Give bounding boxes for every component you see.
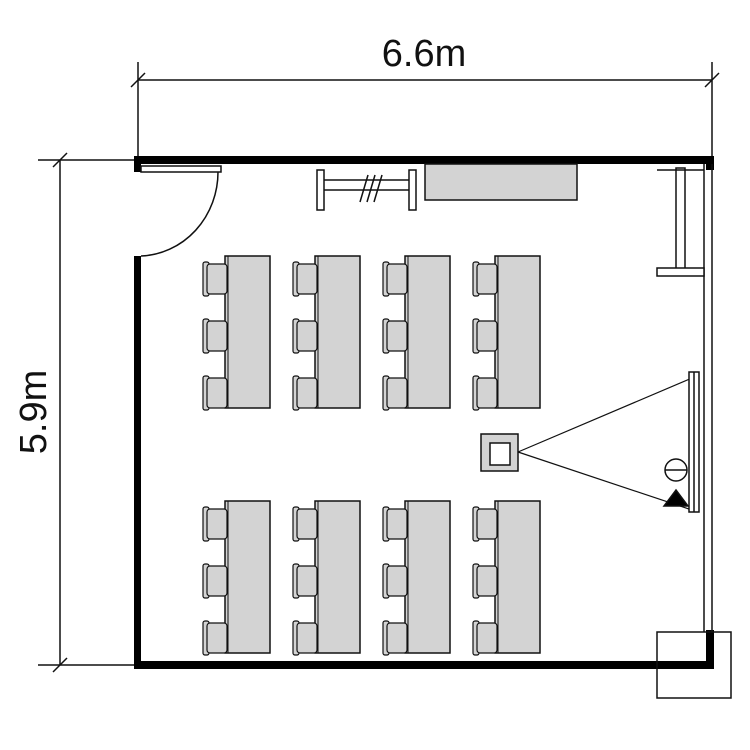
desk	[314, 500, 361, 654]
chair	[472, 506, 498, 542]
chair	[202, 318, 228, 354]
chair-seat	[206, 377, 228, 409]
top-wall	[134, 156, 714, 164]
chair	[382, 261, 408, 297]
desk	[404, 500, 451, 654]
chair	[292, 563, 318, 599]
outdoor-unit-icon	[656, 631, 732, 699]
chair-seat	[476, 622, 498, 654]
chair-seat	[206, 508, 228, 540]
chair	[382, 318, 408, 354]
cabinet-icon	[424, 163, 578, 201]
chair	[202, 261, 228, 297]
projection-beam	[517, 377, 693, 511]
width-label: 6.6m	[382, 33, 466, 75]
chair	[472, 563, 498, 599]
chair-seat	[206, 622, 228, 654]
chair	[472, 375, 498, 411]
chair-seat	[386, 565, 408, 597]
left-wall	[134, 156, 141, 172]
chair	[202, 620, 228, 656]
chair-seat	[296, 377, 318, 409]
chair	[202, 506, 228, 542]
left-wall	[134, 256, 141, 668]
chair-seat	[206, 565, 228, 597]
right-wall-corner	[706, 630, 714, 669]
shelf-unit-icon	[656, 167, 705, 277]
chair-seat	[476, 263, 498, 295]
chair	[382, 375, 408, 411]
chair	[202, 375, 228, 411]
chair	[382, 506, 408, 542]
desk	[494, 500, 541, 654]
chair	[472, 620, 498, 656]
desk	[314, 255, 361, 409]
depth-label: 5.9m	[13, 370, 55, 454]
chair-seat	[386, 263, 408, 295]
chair	[292, 318, 318, 354]
chair	[292, 375, 318, 411]
chair	[472, 318, 498, 354]
chair-seat	[296, 622, 318, 654]
desk	[404, 255, 451, 409]
chair	[382, 563, 408, 599]
desk-groups	[202, 255, 541, 656]
door-swing-icon	[140, 165, 222, 257]
chair-seat	[386, 377, 408, 409]
coat-rack-icon	[316, 169, 417, 211]
chair-seat	[296, 508, 318, 540]
chair-seat	[386, 320, 408, 352]
chair-seat	[296, 263, 318, 295]
chair	[292, 261, 318, 297]
chair-seat	[476, 377, 498, 409]
chair-seat	[386, 508, 408, 540]
desk	[494, 255, 541, 409]
speaker-icon	[662, 458, 690, 507]
chair	[382, 620, 408, 656]
chair-seat	[476, 508, 498, 540]
chair-seat	[386, 622, 408, 654]
chair-seat	[476, 565, 498, 597]
chair	[292, 506, 318, 542]
chair-seat	[296, 565, 318, 597]
projection-screen-icon	[688, 371, 700, 513]
chair-seat	[206, 263, 228, 295]
bottom-wall	[134, 661, 714, 669]
chair	[472, 261, 498, 297]
chair-seat	[296, 320, 318, 352]
desk	[224, 255, 271, 409]
desk	[224, 500, 271, 654]
chair-seat	[476, 320, 498, 352]
chair	[292, 620, 318, 656]
right-window-wall	[703, 164, 713, 632]
chair-seat	[206, 320, 228, 352]
room-walls	[134, 156, 714, 669]
chair	[202, 563, 228, 599]
depth-dimension	[38, 152, 136, 673]
width-dimension	[130, 62, 720, 158]
right-wall-corner	[706, 156, 714, 170]
projector-icon	[480, 433, 519, 472]
